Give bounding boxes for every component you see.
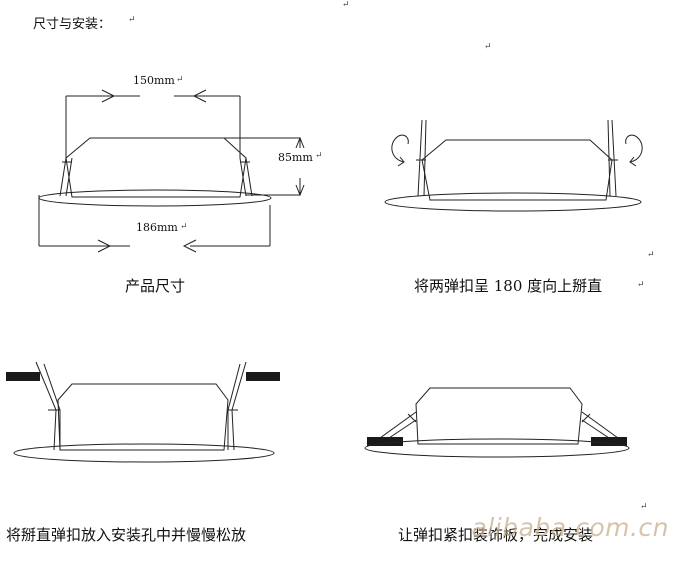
paragraph-mark: ↵ xyxy=(637,280,645,290)
paragraph-mark: ↵ xyxy=(647,250,655,260)
product-dimension-drawing xyxy=(38,89,305,253)
paragraph-mark: ↵ xyxy=(128,15,136,25)
spring-clip-right-1 xyxy=(239,157,253,197)
dim-height-lines xyxy=(224,137,301,196)
dim-top-width-lines xyxy=(65,95,241,158)
ceiling-board-right-3 xyxy=(246,372,280,381)
caption-product-size: 产品尺寸 xyxy=(125,277,186,295)
paragraph-mark: ↵ xyxy=(176,75,184,85)
rotate-arrow-right-head xyxy=(629,156,637,167)
caption-bend-clips: 将两弹扣呈 180 度向上掰直 xyxy=(414,277,603,295)
paragraph-mark: ↵ xyxy=(180,222,188,232)
paragraph-mark: ↵ xyxy=(640,502,648,512)
ceiling-board-left-3 xyxy=(6,372,40,381)
spring-clip-left-2 xyxy=(416,119,427,197)
dim-label-height: 85mm xyxy=(278,151,313,164)
spring-clip-left-3 xyxy=(35,361,61,451)
spring-clip-right-2 xyxy=(607,119,618,197)
rotate-arrow-right-icon xyxy=(625,134,643,163)
caption-insert: 将掰直弹扣放入安装孔中并慢慢松放 xyxy=(6,526,247,544)
trim-ring-1 xyxy=(38,189,272,207)
dim-top-arrow-left xyxy=(101,89,116,103)
trim-ring-3 xyxy=(13,443,275,463)
light-body-1 xyxy=(65,137,247,198)
dim-label-bottom-width: 186mm xyxy=(136,221,178,234)
dim-bottom-arrow-right xyxy=(182,239,197,253)
watermark-text: alibaba.com.cn xyxy=(471,513,669,542)
caption-complete: 让弹扣紧扣装饰板，完成安装 xyxy=(398,526,594,544)
ceiling-board-right-4 xyxy=(591,437,627,446)
trim-ring-4 xyxy=(364,438,630,458)
dim-height-arrows xyxy=(295,136,305,197)
installed-drawing xyxy=(364,387,630,458)
spring-clip-left-4 xyxy=(379,411,417,441)
light-body-3 xyxy=(57,383,229,451)
dim-top-arrow-right xyxy=(192,89,207,103)
rotate-arrow-left-head xyxy=(397,156,405,167)
paragraph-mark: ↵ xyxy=(315,151,323,161)
rotate-arrow-left-icon xyxy=(391,134,409,163)
insert-drawing xyxy=(6,361,280,463)
section-heading: 尺寸与安装： xyxy=(33,17,112,32)
light-body-2 xyxy=(421,139,613,201)
spring-clip-left-1 xyxy=(59,157,73,197)
ceiling-board-left-4 xyxy=(367,437,403,446)
spring-clip-right-3 xyxy=(227,361,247,451)
paragraph-mark: ↵ xyxy=(342,0,350,10)
dim-bottom-arrow-left xyxy=(97,239,112,253)
trim-ring-2 xyxy=(384,192,642,212)
dim-bottom-width-lines xyxy=(39,205,271,247)
dim-label-top-width: 150mm xyxy=(133,74,175,87)
paragraph-mark: ↵ xyxy=(484,42,492,52)
light-body-4 xyxy=(415,387,583,445)
bend-clips-drawing xyxy=(384,119,643,212)
spring-clip-right-4 xyxy=(581,411,619,441)
